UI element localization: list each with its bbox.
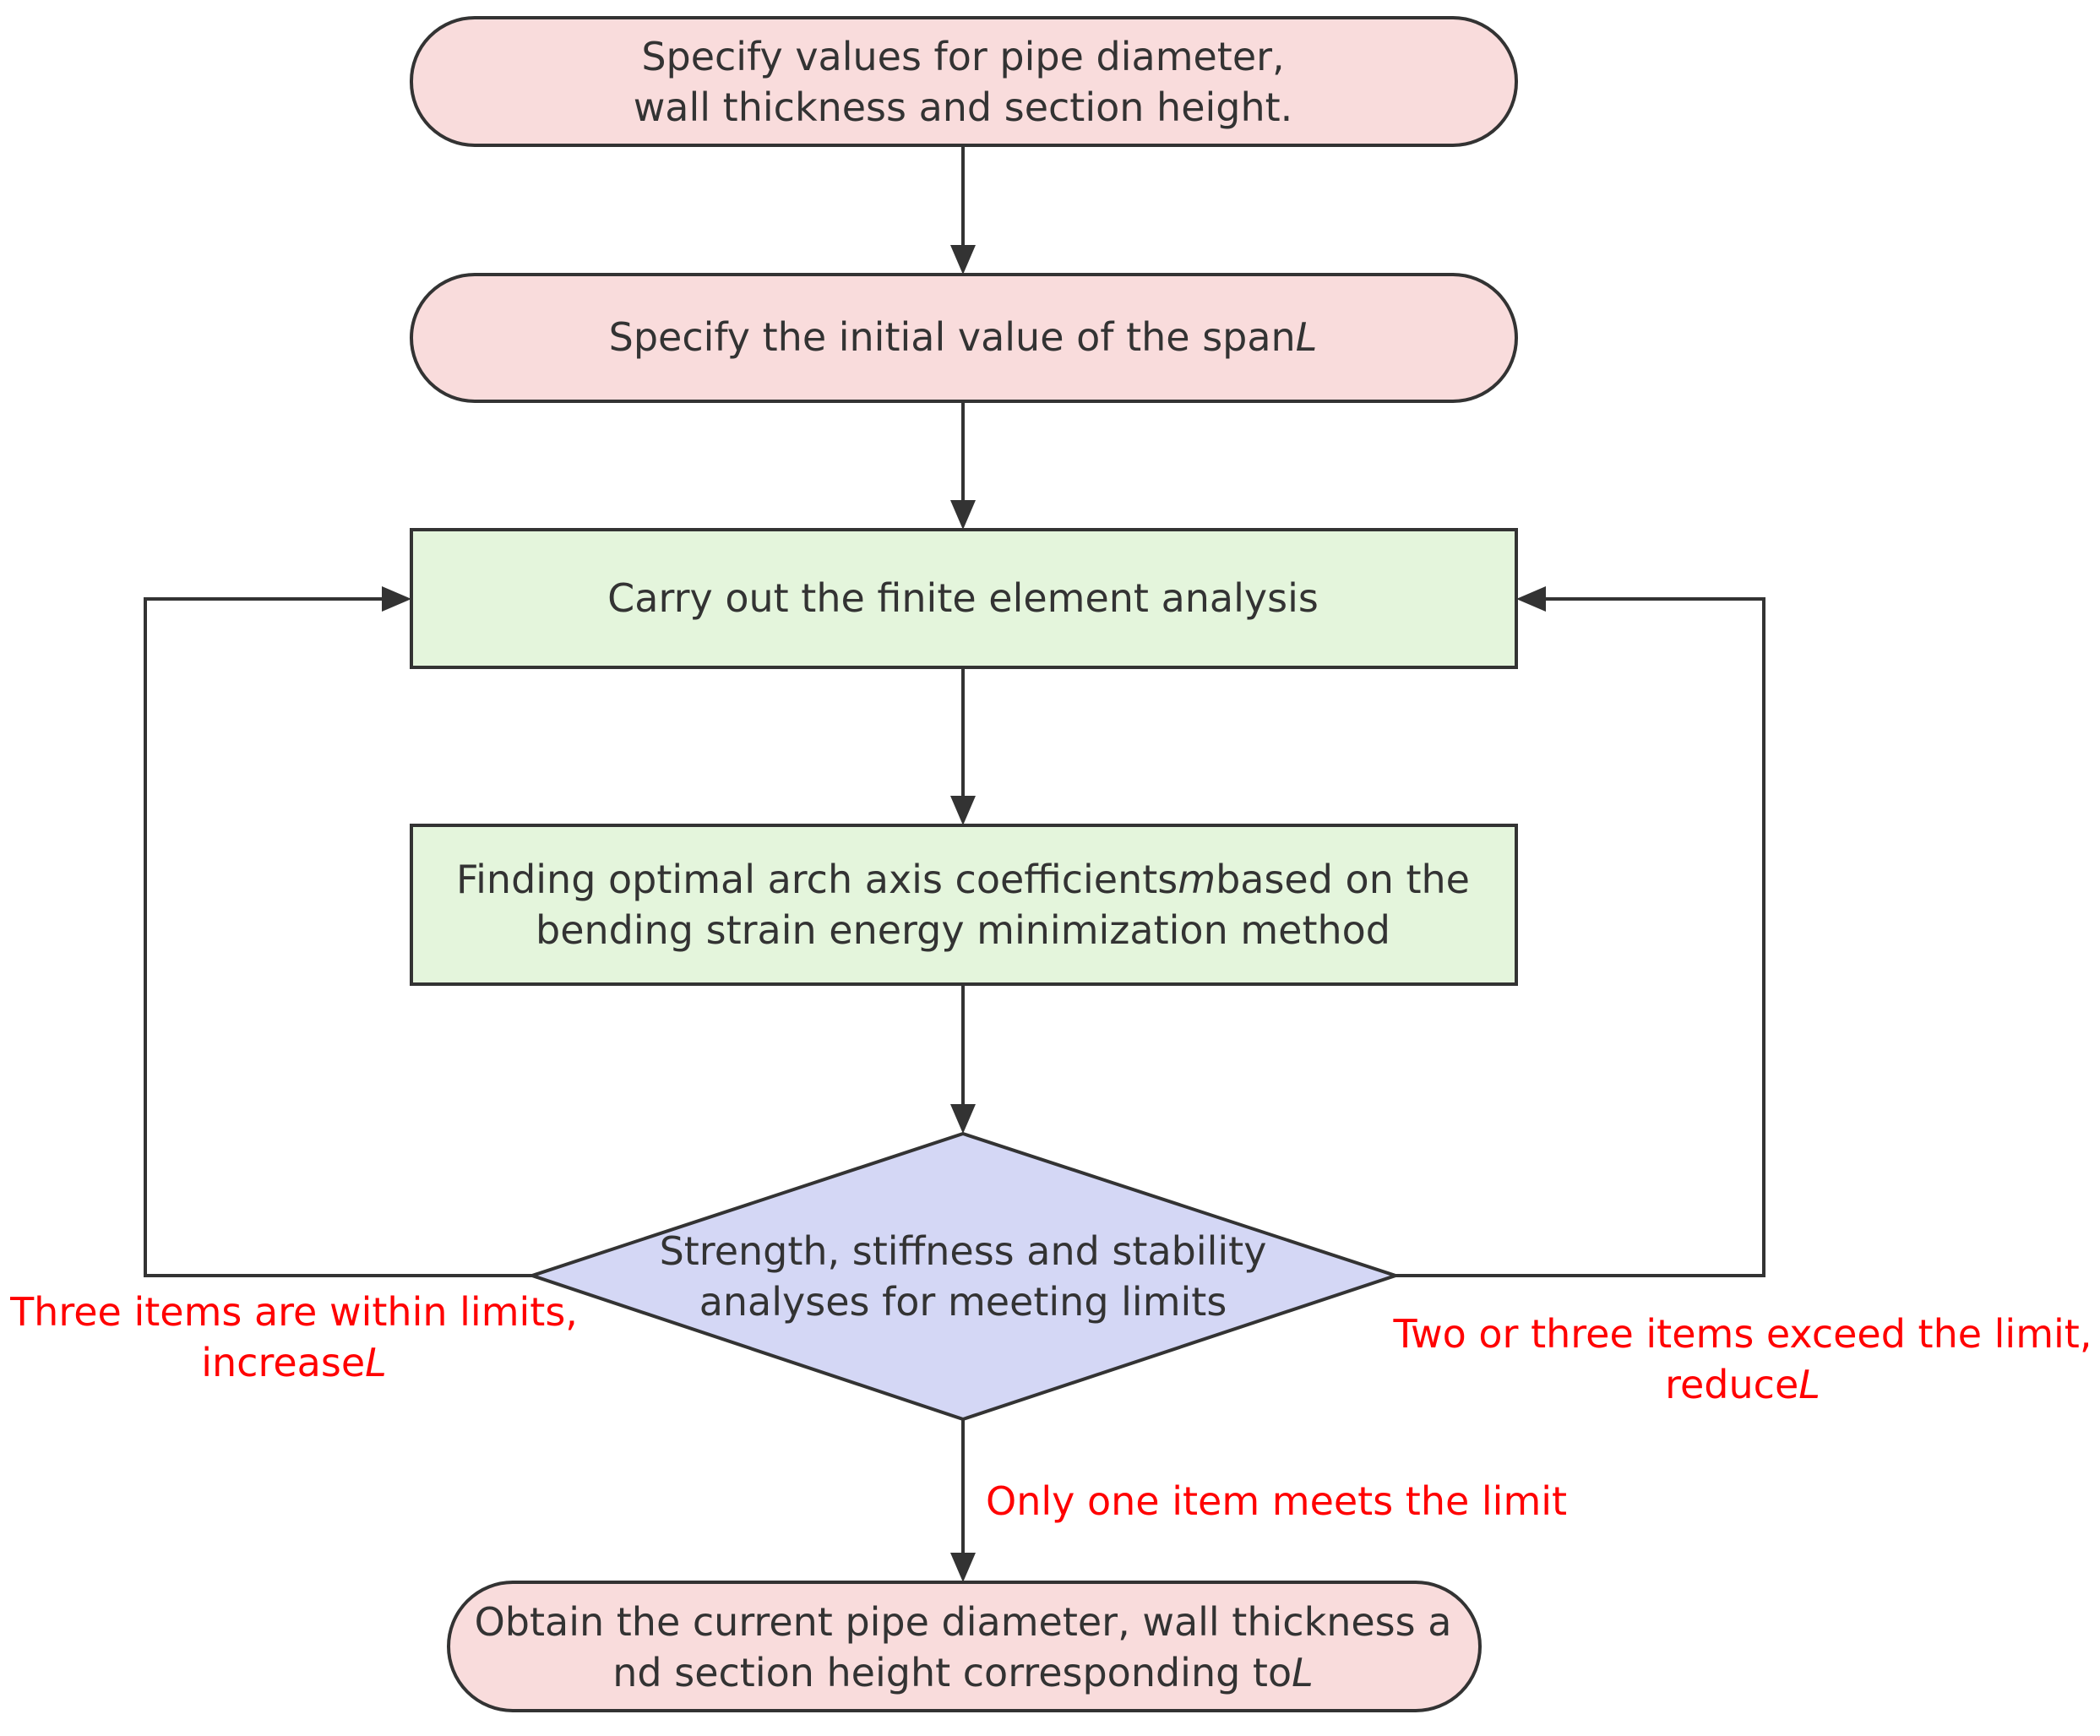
result-variable: L xyxy=(1292,1650,1314,1695)
span-label: Specify the initial value of the spanL xyxy=(609,314,1318,360)
left-edge-label-line1: Three items are within limits, xyxy=(9,1289,578,1335)
right-edge-label-line1: Two or three items exceed the limit, xyxy=(1393,1311,2092,1357)
right-edge-label-line2: reduceL xyxy=(1665,1362,1820,1407)
down-edge-label: Only one item meets the limit xyxy=(986,1478,1567,1524)
optimize-label-post: based on the xyxy=(1216,857,1470,902)
optimize-label-line2: bending strain energy minimization metho… xyxy=(536,907,1390,953)
result-label-line1: Obtain the current pipe diameter, wall t… xyxy=(475,1599,1452,1645)
arrowhead-icon xyxy=(382,586,411,612)
optimize-label-pre: Finding optimal arch axis coefficients xyxy=(456,857,1178,902)
left-edge-label-line2: increaseL xyxy=(201,1340,387,1385)
span-label-text: Specify the initial value of the span xyxy=(609,314,1296,360)
optimize-label-line1: Finding optimal arch axis coefficientsmb… xyxy=(456,857,1470,902)
fea-process-box xyxy=(410,528,1518,669)
left-edge-label-pre: increase xyxy=(201,1340,365,1385)
optimize-process-box xyxy=(410,824,1518,986)
connectors xyxy=(144,145,1765,1582)
result-label-pre: nd section height corresponding to xyxy=(612,1650,1292,1695)
decision-diamond xyxy=(526,1131,1401,1422)
result-terminal xyxy=(447,1581,1482,1712)
result-label-line2: nd section height corresponding toL xyxy=(612,1650,1314,1695)
arrowhead-icon xyxy=(950,1553,976,1582)
decision-label-line2: analyses for meeting limits xyxy=(699,1279,1227,1325)
arrowhead-icon xyxy=(1516,586,1546,612)
right-edge-label-pre: reduce xyxy=(1665,1362,1798,1407)
arrowhead-icon xyxy=(950,1104,976,1134)
edge-left-loop xyxy=(144,597,532,1277)
left-edge-variable: L xyxy=(365,1340,387,1385)
right-edge-variable: L xyxy=(1798,1362,1820,1407)
optimize-variable: m xyxy=(1178,857,1216,902)
span-variable: L xyxy=(1296,314,1318,360)
decision-label-line1: Strength, stiffness and stability xyxy=(660,1228,1267,1274)
arrowhead-icon xyxy=(950,245,976,275)
arrowhead-icon xyxy=(950,500,976,530)
arrowhead-icon xyxy=(950,796,976,825)
start-terminal xyxy=(410,16,1518,147)
start-label-line1: Specify values for pipe diameter, xyxy=(641,34,1284,79)
edge-right-loop xyxy=(1395,597,1765,1277)
start-label-line2: wall thickness and section height. xyxy=(634,84,1293,130)
span-terminal xyxy=(410,273,1518,403)
fea-label: Carry out the finite element analysis xyxy=(607,575,1319,621)
